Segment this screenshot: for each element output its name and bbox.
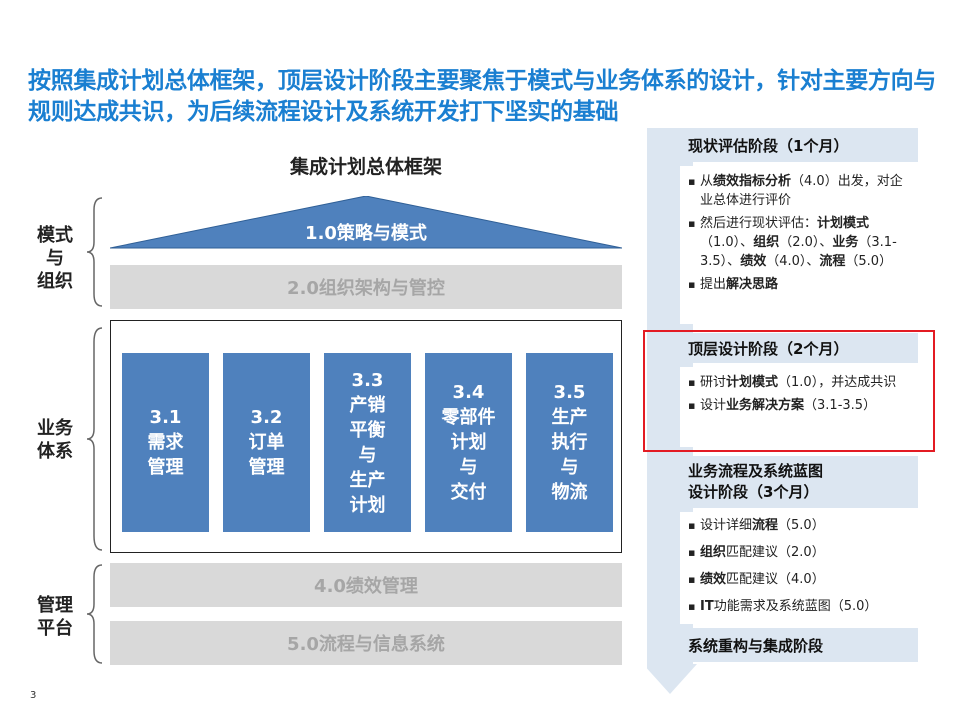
side-label-business: 业务 体系 (22, 417, 88, 463)
phase-top-bullet-2: 设计业务解决方案（3.1-3.5） (688, 396, 912, 415)
phase-process-title-2: 设计阶段（3个月） (688, 483, 819, 501)
phase-process-body: 设计详细流程（5.0） 组织匹配建议（2.0） 绩效匹配建议（4.0） IT功能… (680, 512, 918, 624)
slide-headline: 按照集成计划总体框架，顶层设计阶段主要聚焦于模式与业务体系的设计，针对主要方向与… (28, 68, 937, 125)
side-label-management: 管理 平台 (22, 594, 88, 640)
phase-process-bullet-1: 设计详细流程（5.0） (688, 516, 912, 535)
pillar-id: 3.3 (351, 369, 384, 391)
phase-assess-bullet-3: 提出解决思路 (688, 275, 912, 294)
phase-top-body: 研讨计划模式（1.0），并达成共识 设计业务解决方案（3.1-3.5） (680, 367, 918, 447)
phase-top-header: 顶层设计阶段（2个月） (680, 333, 918, 363)
phase-process-bullet-3: 绩效匹配建议（4.0） (688, 570, 912, 589)
phase-assess-bullet-1: 从绩效指标分析（4.0）出发，对企业总体进行评价 (688, 172, 912, 210)
pillar-id: 3.2 (250, 407, 283, 428)
org-bar: 2.0组织架构与管控 (110, 265, 622, 309)
pillar-label: 订单管理 (248, 432, 285, 478)
performance-bar: 4.0绩效管理 (110, 563, 622, 607)
phase-top-bullet-1: 研讨计划模式（1.0），并达成共识 (688, 373, 912, 392)
phase-assess-bullet-2: 然后进行现状评估：计划模式（1.0）、组织（2.0）、业务（3.1-3.5）、绩… (688, 214, 912, 271)
phase-rebuild-header: 系统重构与集成阶段 (680, 628, 918, 662)
pillar-label: 产销平衡与生产计划 (349, 394, 386, 516)
pillar-3-2: 3.2 订单管理 (223, 353, 310, 532)
phase-rebuild-title: 系统重构与集成阶段 (688, 636, 824, 655)
phase-top-title: 顶层设计阶段（2个月） (688, 339, 849, 358)
pillar-id: 3.1 (149, 407, 182, 428)
strategy-roof (110, 196, 622, 249)
business-system-box (110, 320, 622, 553)
phase-process-title-1: 业务流程及系统蓝图 (688, 462, 824, 480)
brace-business (86, 327, 103, 551)
phase-process-bullet-2: 组织匹配建议（2.0） (688, 543, 912, 562)
phase-process-header: 业务流程及系统蓝图 设计阶段（3个月） (680, 456, 918, 508)
pillar-3-3: 3.3 产销平衡与生产计划 (324, 353, 411, 532)
brace-mode (86, 197, 103, 307)
pillar-id: 3.5 (553, 382, 586, 403)
side-label-mode: 模式 与 组织 (22, 224, 88, 293)
phase-assess-title: 现状评估阶段（1个月） (688, 136, 849, 155)
side-label-mode-line3: 组织 (37, 271, 73, 292)
current-phase-highlight (643, 330, 935, 452)
side-label-management-line2: 平台 (37, 618, 73, 639)
side-label-management-line1: 管理 (37, 595, 73, 616)
phase-assess-header: 现状评估阶段（1个月） (680, 128, 918, 162)
pillar-label: 生产执行与物流 (551, 407, 588, 503)
process-it-bar: 5.0流程与信息系统 (110, 621, 622, 665)
side-label-business-line2: 体系 (37, 441, 73, 462)
pillar-3-1: 3.1 需求管理 (122, 353, 209, 532)
framework-title: 集成计划总体框架 (289, 156, 442, 178)
pillar-label: 零部件计划与交付 (441, 407, 496, 503)
side-label-mode-line2: 与 (46, 248, 64, 269)
process-it-bar-label: 5.0流程与信息系统 (287, 634, 445, 655)
page-number: 3 (30, 690, 37, 701)
pillar-label: 需求管理 (147, 432, 184, 478)
strategy-label: 1.0策略与模式 (305, 223, 427, 244)
side-label-business-line1: 业务 (37, 418, 73, 439)
org-bar-label: 2.0组织架构与管控 (287, 278, 445, 299)
phase-assess-body: 从绩效指标分析（4.0）出发，对企业总体进行评价 然后进行现状评估：计划模式（1… (680, 166, 918, 324)
pillar-3-5: 3.5 生产执行与物流 (526, 353, 613, 532)
phase-process-bullet-4: IT功能需求及系统蓝图（5.0） (688, 597, 912, 616)
side-label-mode-line1: 模式 (37, 225, 73, 246)
pillar-id: 3.4 (452, 382, 485, 403)
pillar-3-4: 3.4 零部件计划与交付 (425, 353, 512, 532)
performance-bar-label: 4.0绩效管理 (314, 576, 418, 597)
brace-management (86, 564, 103, 664)
